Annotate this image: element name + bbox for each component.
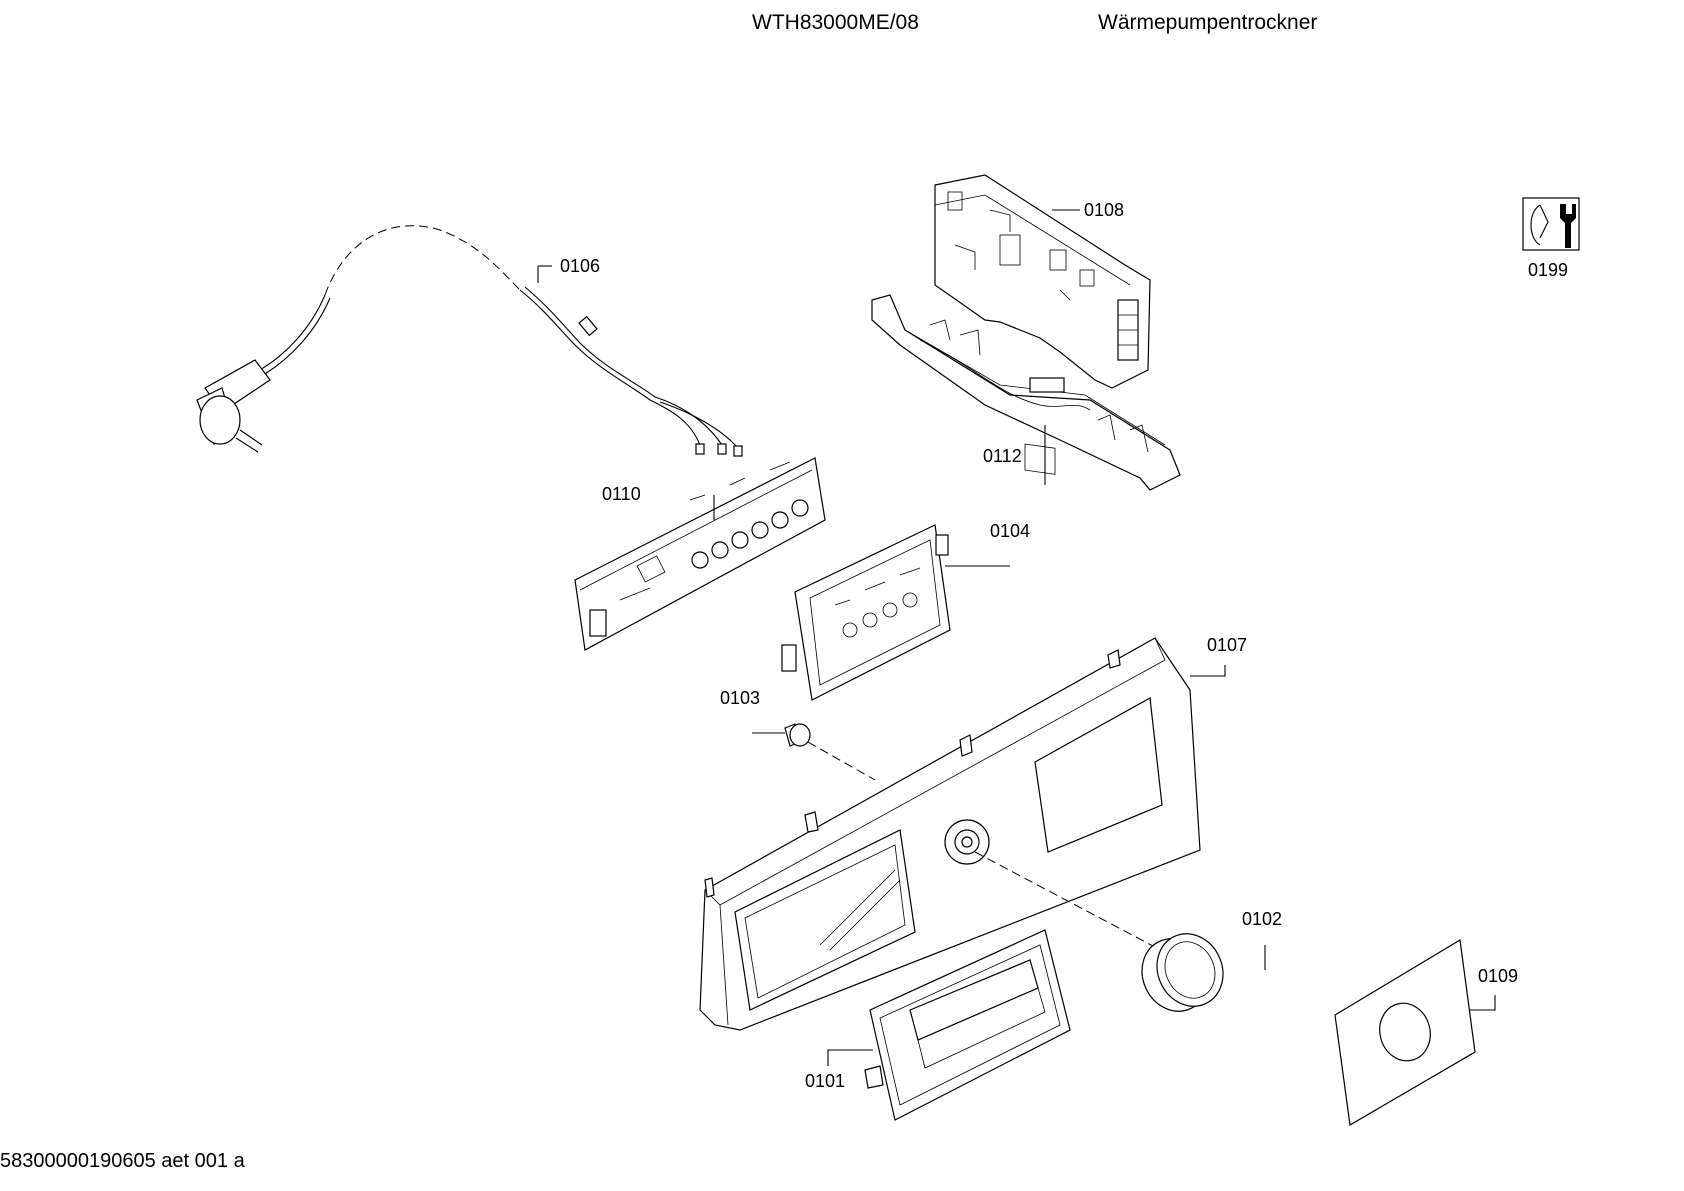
selector-knob-part[interactable] [1130, 923, 1266, 1022]
display-carrier-part[interactable] [781, 524, 1010, 701]
power-cord-part[interactable] [196, 225, 743, 457]
control-panel-fascia-part[interactable] [699, 637, 1226, 1031]
label-0106: 0106 [560, 256, 600, 276]
label-0107: 0107 [1207, 635, 1247, 655]
document-code: 58300000190605 aet 001 a [0, 1150, 245, 1172]
label-0199: 0199 [1528, 260, 1568, 280]
label-0112: 0112 [983, 446, 1022, 466]
label-0104: 0104 [990, 521, 1030, 541]
module-holder-part[interactable] [871, 294, 1181, 491]
knob-trim-plate-part[interactable] [1334, 939, 1496, 1126]
appliance-description: Wärmepumpentrockner [1098, 11, 1318, 34]
control-pcb-part[interactable] [574, 457, 826, 651]
label-0108: 0108 [1084, 200, 1124, 220]
drawer-handle-part[interactable] [827, 929, 1071, 1121]
push-button-part[interactable] [752, 723, 876, 781]
label-0101: 0101 [805, 1071, 845, 1091]
label-0109: 0109 [1478, 966, 1518, 986]
electronics-module-part[interactable] [934, 174, 1151, 475]
label-0110: 0110 [602, 484, 641, 504]
label-0102: 0102 [1242, 909, 1282, 929]
model-number: WTH83000ME/08 [752, 11, 919, 34]
wrench-service-icon [1522, 197, 1580, 251]
label-0103: 0103 [720, 688, 760, 708]
